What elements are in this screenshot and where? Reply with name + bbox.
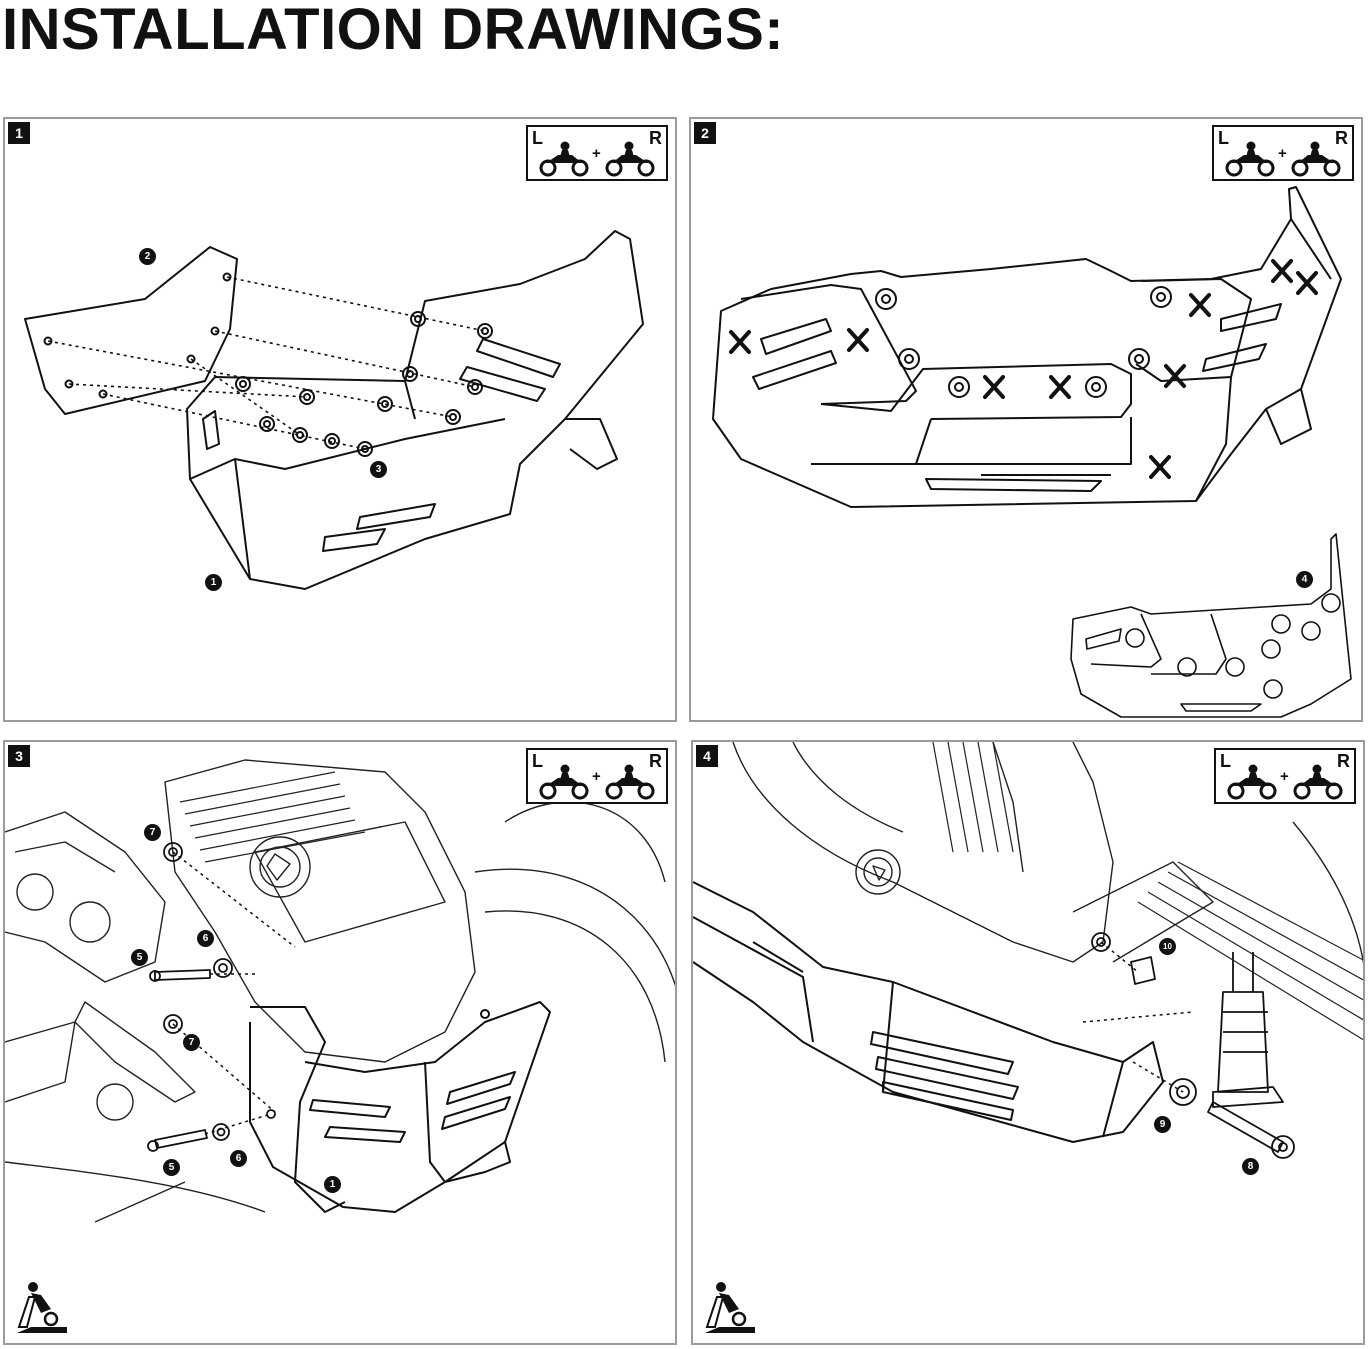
right-label: R [649, 128, 662, 148]
motorcycle-icon [539, 141, 589, 177]
motorcycle-icon [1293, 764, 1343, 800]
step-number: 1 [8, 122, 30, 144]
mechanic-icon [17, 1282, 67, 1333]
part-callout: 6 [197, 930, 214, 947]
left-right-indicator: L + R [526, 748, 668, 804]
part-callout: 4 [1296, 571, 1313, 588]
motorcycle-icon [1225, 141, 1275, 177]
motorcycle-icon [605, 764, 655, 800]
left-label: L [1218, 128, 1229, 148]
step-panel-3: 3 L + R [3, 740, 677, 1345]
step-panel-1: 1 L + R [3, 117, 677, 722]
motorcycle-icon [1227, 764, 1277, 800]
skid-plate-removal-drawing [712, 186, 1352, 718]
motorcycle-icon [605, 141, 655, 177]
motorcycle-icon [539, 764, 589, 800]
motorcycle-icon [1291, 141, 1341, 177]
step-panel-4: 4 L + R [691, 740, 1365, 1345]
plus-sign: + [592, 768, 601, 785]
left-right-indicator: L + R [1212, 125, 1354, 181]
left-label: L [532, 751, 543, 771]
left-label: L [1220, 751, 1231, 771]
part-callout: 3 [370, 461, 387, 478]
step-number: 2 [694, 122, 716, 144]
rear-mount-drawing [693, 742, 1363, 1159]
right-label: R [1337, 751, 1350, 771]
close-icon [729, 259, 1318, 479]
right-label: R [649, 751, 662, 771]
plus-sign: + [1280, 768, 1289, 785]
skid-plate-exploded-drawing [24, 230, 644, 590]
part-callout: 9 [1154, 1116, 1171, 1133]
part-callout: 1 [324, 1176, 341, 1193]
part-callout: 5 [163, 1159, 180, 1176]
part-callout: 8 [1242, 1158, 1259, 1175]
left-right-indicator: L + R [526, 125, 668, 181]
engine-mounting-drawing [5, 759, 675, 1223]
plus-sign: + [1278, 145, 1287, 162]
part-callout: 1 [205, 574, 222, 591]
plus-sign: + [592, 145, 601, 162]
left-label: L [532, 128, 543, 148]
mechanic-icon [705, 1282, 755, 1333]
page-title: INSTALLATION DRAWINGS: [2, 0, 785, 62]
step-panel-2: 2 L + R [689, 117, 1363, 722]
left-right-indicator: L + R [1214, 748, 1356, 804]
step-number: 4 [696, 745, 718, 767]
part-callout: 6 [230, 1150, 247, 1167]
step-number: 3 [8, 745, 30, 767]
part-callout: 7 [183, 1034, 200, 1051]
right-label: R [1335, 128, 1348, 148]
part-callout: 2 [139, 248, 156, 265]
part-callout: 5 [131, 949, 148, 966]
part-callout: 10 [1159, 938, 1176, 955]
part-callout: 7 [144, 824, 161, 841]
